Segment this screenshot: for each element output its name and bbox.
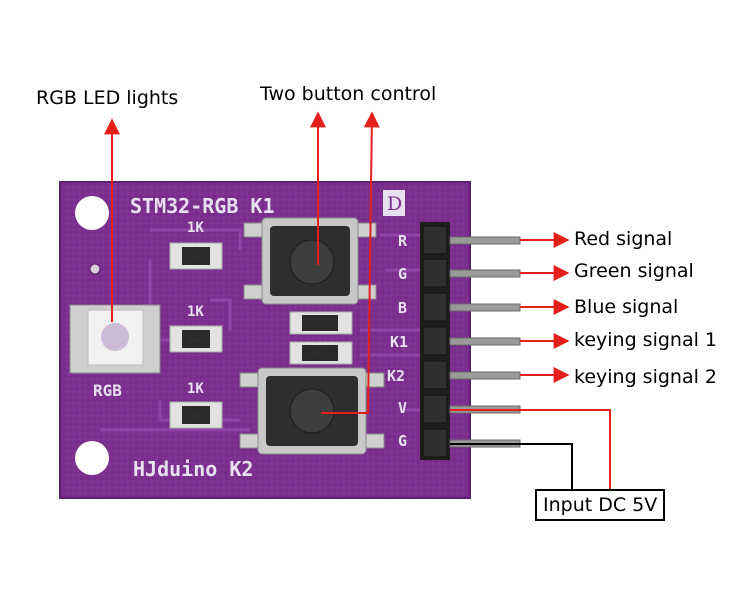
signal-label-blue: Blue signal <box>574 296 679 318</box>
board-marker: D <box>383 190 405 216</box>
signal-arrows <box>520 232 570 383</box>
led-label: RGB <box>93 381 122 400</box>
pcb-board <box>59 181 471 499</box>
signal-label-green: Green signal <box>574 260 694 282</box>
resistor-code: 201 <box>189 336 202 344</box>
resistor-2: 1K 201 <box>169 304 223 353</box>
button-k2 <box>239 367 385 455</box>
resistor-value: 1K <box>187 220 204 236</box>
mounting-hole <box>75 196 109 230</box>
smd-code: 103 <box>313 320 326 328</box>
arrow-button-k2 <box>321 111 380 414</box>
wire-gnd <box>450 443 573 489</box>
pin-label-k1: K1 <box>390 333 408 351</box>
pin-header <box>420 222 521 460</box>
board-name: STM32-RGB K1 <box>130 194 275 218</box>
pin-label-k2: K2 <box>387 367 405 385</box>
pin-label-gnd: G <box>398 432 407 450</box>
pin-labels: R G B K1 K2 V G <box>387 232 408 450</box>
mounting-hole <box>75 441 109 475</box>
pin-label-b: B <box>398 299 407 317</box>
resistor-value: 1K <box>187 381 204 397</box>
resistor-code: 102 <box>189 412 202 420</box>
resistor-1: 1K 102 <box>169 220 223 270</box>
board-marker-label: D <box>387 193 402 215</box>
resistor-value: 1K <box>187 304 204 320</box>
button-k1 <box>243 217 377 305</box>
rgb-led-callout: RGB LED lights <box>36 87 179 109</box>
signal-label-keying-2: keying signal 2 <box>574 366 718 388</box>
resistor-code: 102 <box>189 253 202 261</box>
pin-label-v: V <box>398 399 407 417</box>
smd-component-1: 103 <box>289 311 353 335</box>
smd-code: EDI <box>313 350 326 358</box>
two-button-callout: Two button control <box>260 83 437 105</box>
resistor-3: 1K 102 <box>169 381 223 429</box>
signal-label-red: Red signal <box>574 228 673 250</box>
signal-label-keying-1: keying signal 1 <box>574 329 718 351</box>
smd-component-2: EDI <box>289 341 353 365</box>
pin-label-g: G <box>398 265 407 283</box>
rgb-led <box>69 304 161 374</box>
pin-label-r: R <box>398 232 408 250</box>
power-input-label: Input DC 5V <box>535 489 666 521</box>
mounting-hole <box>89 263 101 275</box>
board-brand: HJduino K2 <box>133 457 253 481</box>
